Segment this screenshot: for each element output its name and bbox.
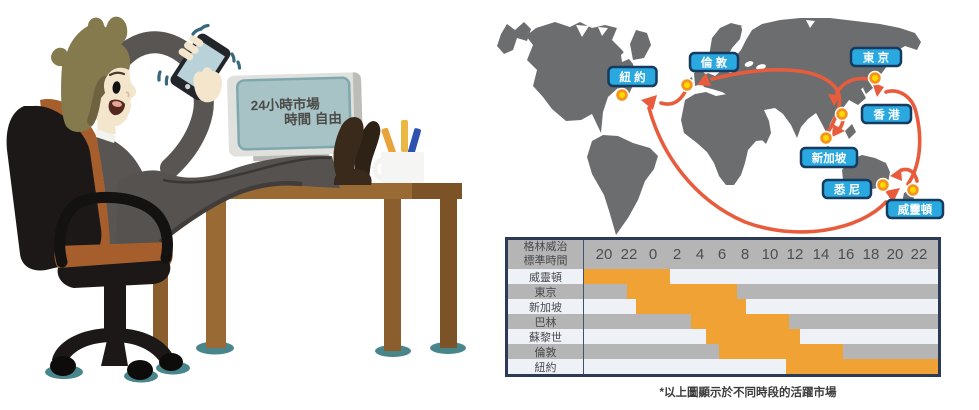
svg-text:威靈頓: 威靈頓 [898, 203, 933, 217]
svg-text:24小時市場: 24小時市場 [251, 95, 321, 113]
svg-text:倫 敦: 倫 敦 [701, 56, 728, 70]
svg-text:時間 自由: 時間 自由 [284, 110, 342, 128]
svg-text:香 港: 香 港 [872, 108, 900, 122]
svg-text:新加坡: 新加坡 [812, 151, 847, 165]
svg-text:紐 約: 紐 約 [619, 70, 645, 84]
svg-text:東 京: 東 京 [863, 51, 890, 65]
svg-text:悉 尼: 悉 尼 [833, 183, 860, 197]
